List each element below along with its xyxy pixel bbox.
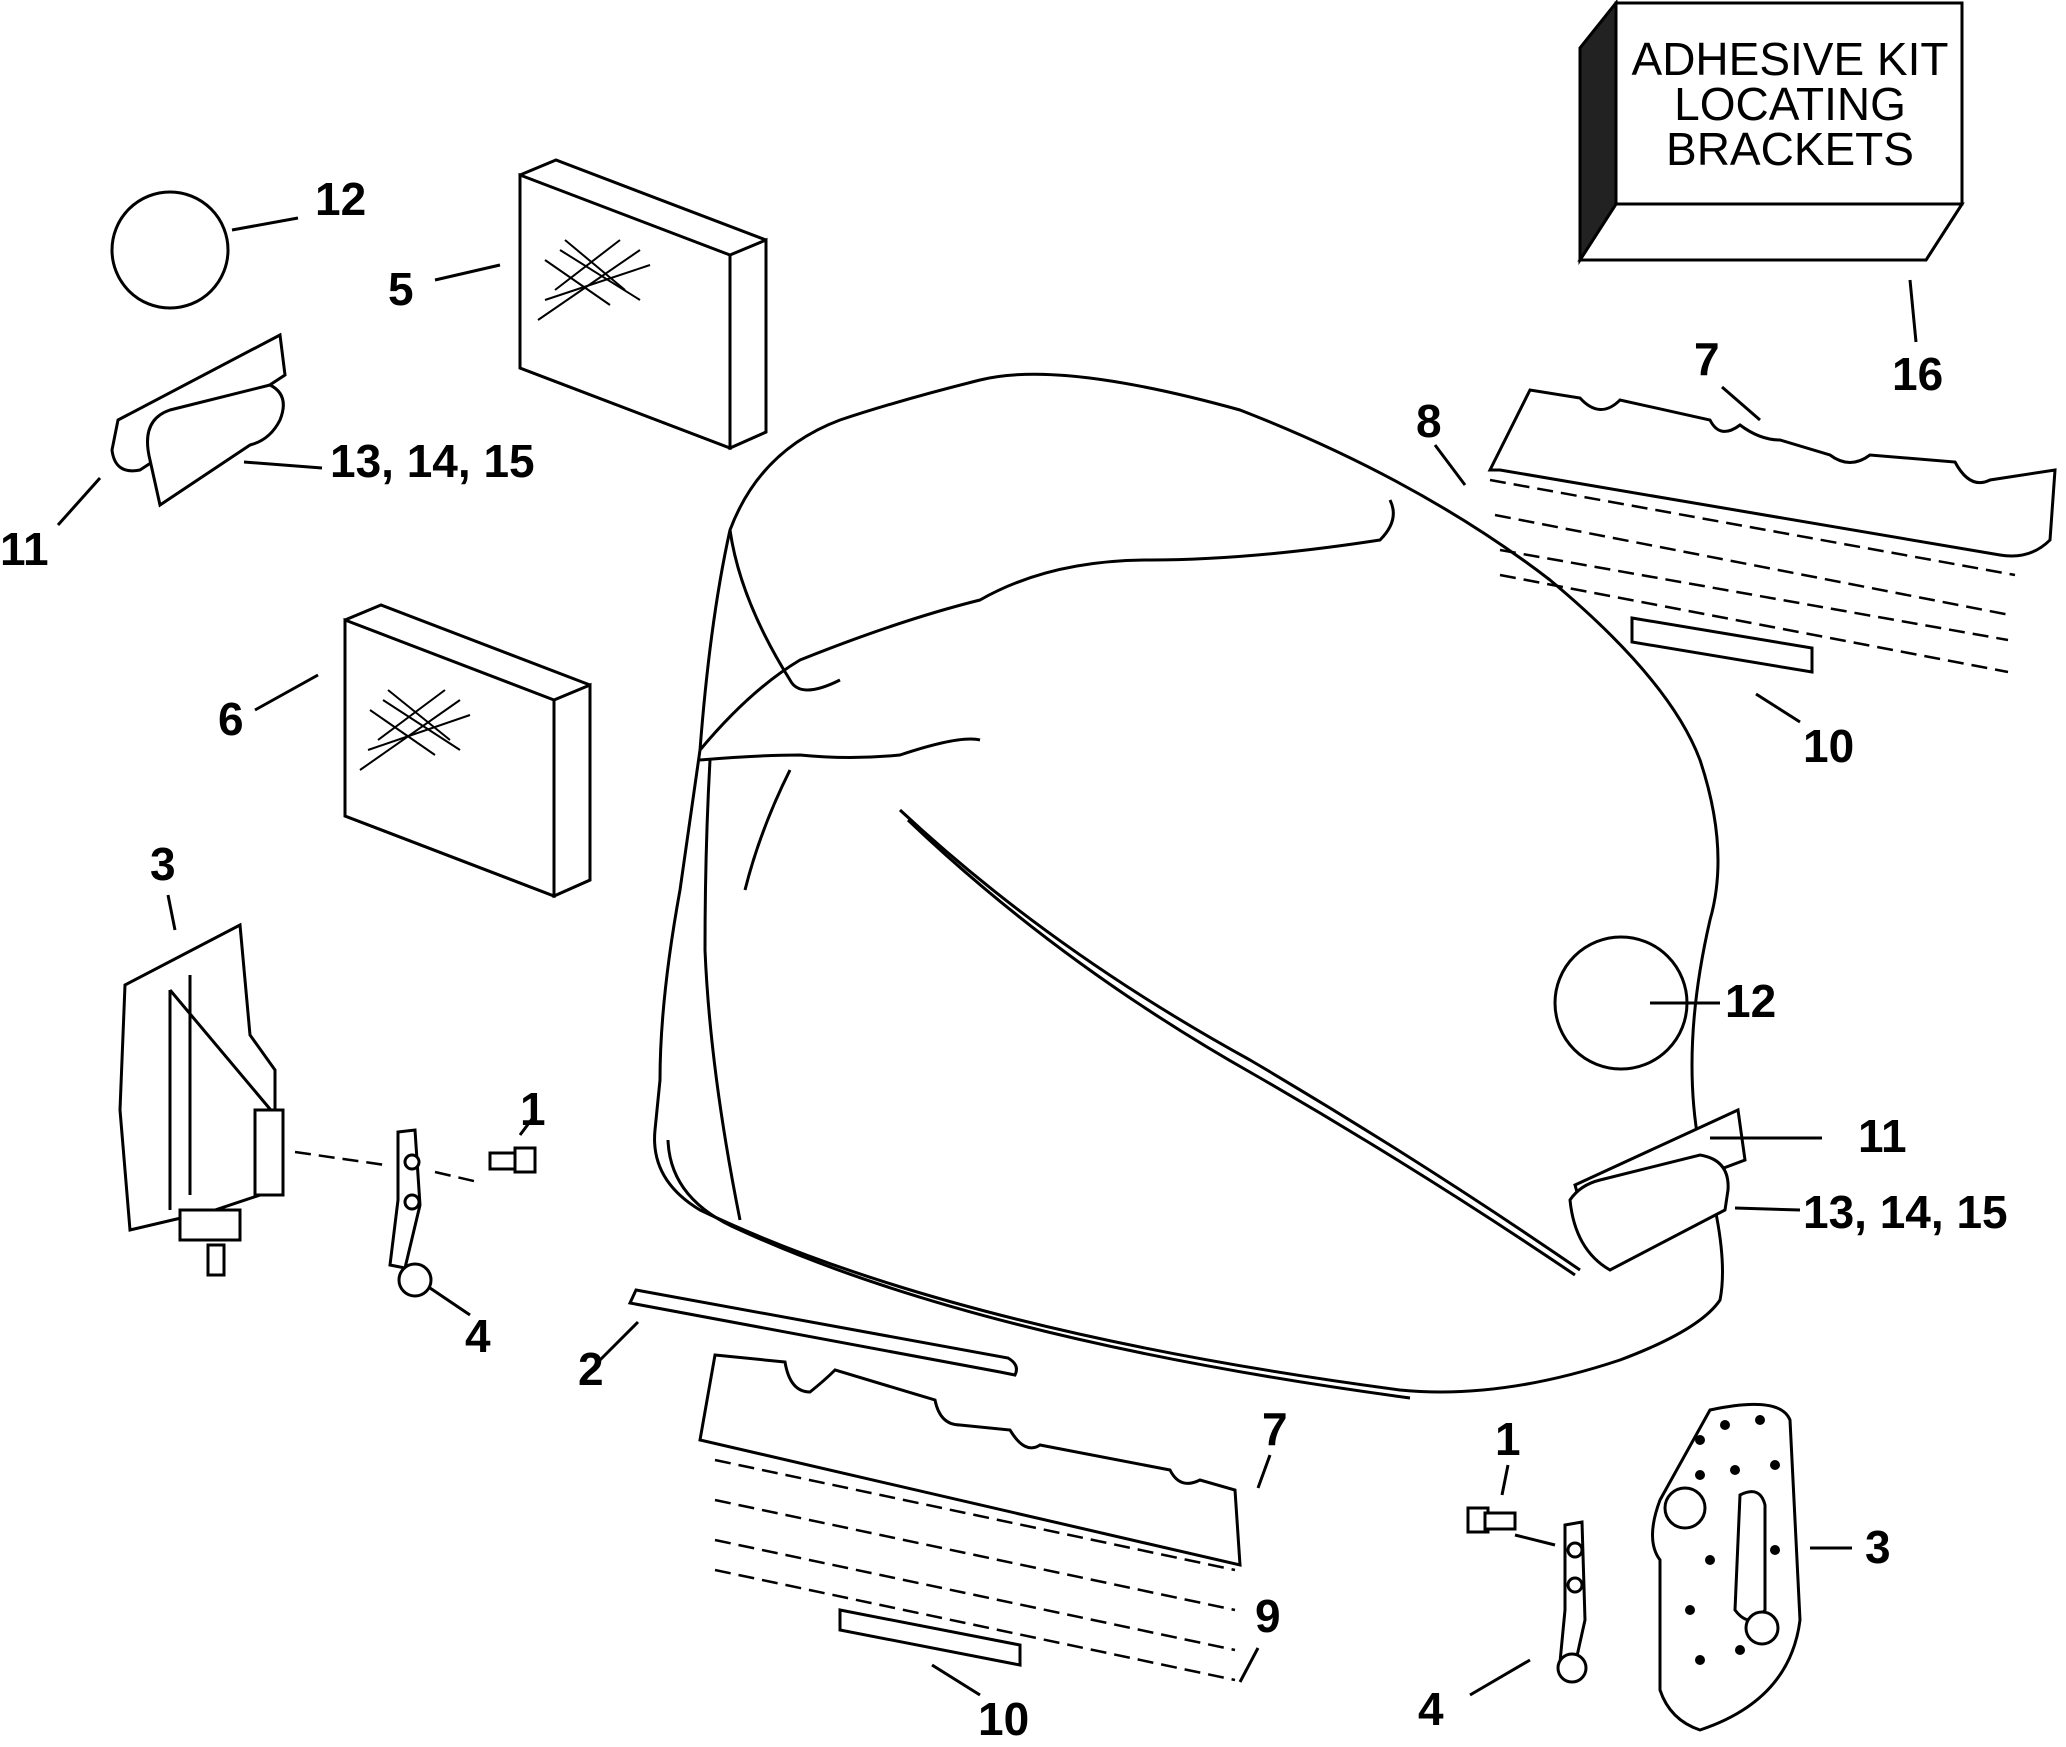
strip-10-lower [838,1608,1022,1667]
callout-3-right: 3 [1865,1521,1891,1573]
bracket-3-left [118,922,285,1277]
callout-7-upper: 7 [1694,333,1720,385]
callout-8: 8 [1416,395,1442,447]
callout-16: 16 [1892,348,1943,400]
bracket-3-right [1651,1402,1802,1732]
callout-4-right: 4 [1418,1683,1444,1735]
bracket-4-right [1556,1520,1588,1684]
callout-10-lower: 10 [978,1693,1029,1745]
pad-6 [343,603,592,899]
insulator-7-lower [698,1353,1242,1682]
callout-1-left: 1 [520,1083,546,1135]
callout-9: 9 [1255,1590,1281,1642]
pad-5 [518,158,768,451]
callout-5: 5 [388,263,414,315]
kit-label-line-2: LOCATING [1674,78,1906,130]
bracket-4-left [388,1128,433,1298]
engine-cover [653,372,1747,1400]
kit-label-line-3: BRACKETS [1666,123,1914,175]
callout-10-upper: 10 [1803,720,1854,772]
strip-10-upper [1630,616,1814,674]
callout-1-right: 1 [1495,1413,1521,1465]
callout-7-lower: 7 [1262,1403,1288,1455]
callout-13-14-15-left: 13, 14, 15 [330,435,535,487]
callout-2: 2 [578,1343,604,1395]
adhesive-kit-box: ADHESIVE KIT LOCATING BRACKETS [1577,0,1965,266]
bolt-1-right [1466,1506,1517,1534]
insulator-7-upper [1487,388,2057,674]
callout-11-right: 11 [1858,1110,1907,1162]
decal-11-loose [110,332,287,508]
callout-6: 6 [218,693,244,745]
kit-label-line-1: ADHESIVE KIT [1632,33,1949,85]
callout-12-right: 12 [1725,975,1776,1027]
callout-13-14-15-right: 13, 14, 15 [1803,1186,2008,1238]
callout-3-left: 3 [150,838,176,890]
seal-strip-2 [627,1288,1018,1377]
callout-4-left: 4 [465,1310,491,1362]
bolt-1-left [488,1146,537,1174]
callout-11-left: 11 [0,523,49,575]
decal-12-loose [110,190,230,310]
callout-12-left: 12 [315,173,366,225]
